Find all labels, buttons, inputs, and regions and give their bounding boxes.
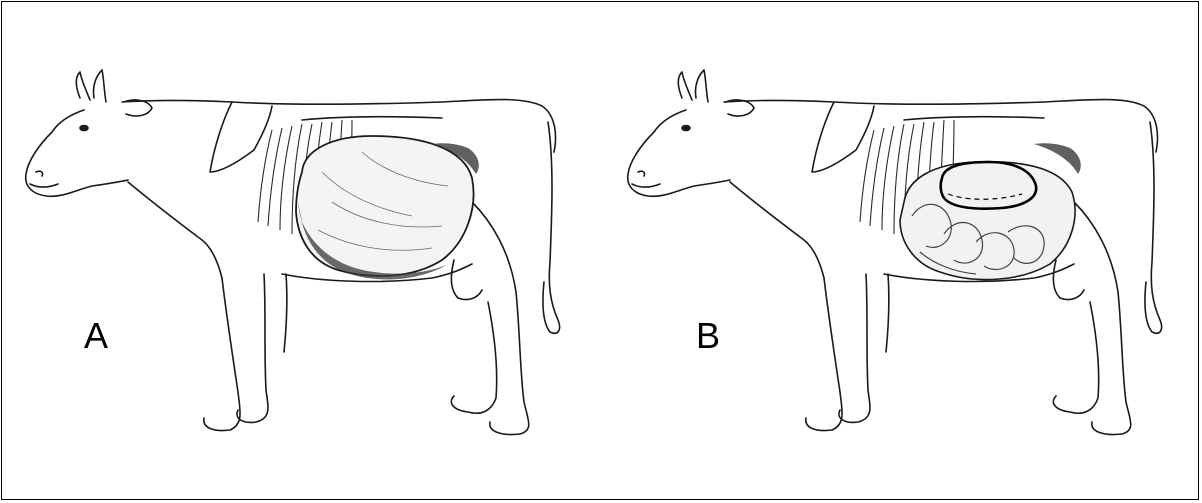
panel-label-b: B bbox=[696, 318, 720, 354]
cow-spine bbox=[904, 117, 1044, 120]
cow-back-outline bbox=[724, 100, 1158, 153]
cow-front-leg-back bbox=[284, 274, 287, 352]
cow-tail bbox=[543, 122, 560, 333]
cow-neck-under bbox=[128, 182, 222, 278]
cow-illustration-a bbox=[2, 2, 602, 502]
cow-tail bbox=[1145, 122, 1162, 333]
abdominal-organs-b bbox=[900, 162, 1075, 280]
cow-eye bbox=[682, 126, 690, 131]
cow-scapula bbox=[210, 102, 272, 172]
cow-nostril bbox=[36, 171, 43, 176]
cow-front-leg-outer bbox=[806, 278, 842, 431]
cow-horn-right bbox=[93, 70, 106, 102]
cow-horn-right bbox=[695, 70, 708, 102]
cow-nostril bbox=[638, 171, 645, 176]
cow-front-leg-inner bbox=[839, 274, 870, 422]
cow-muzzle bbox=[632, 184, 660, 187]
cow-muzzle bbox=[30, 184, 58, 187]
cow-eye bbox=[80, 126, 88, 131]
cow-hind-leg-inner bbox=[451, 302, 496, 413]
panel-label-a: A bbox=[84, 318, 108, 354]
cow-front-leg-inner bbox=[237, 274, 268, 422]
cow-head-outline bbox=[26, 110, 128, 196]
cow-hind-leg-outer bbox=[472, 202, 529, 435]
cow-neck-under bbox=[730, 182, 824, 278]
cow-front-leg-outer bbox=[204, 278, 240, 431]
cow-hind-leg-outer bbox=[1074, 202, 1131, 435]
cow-front-leg-back bbox=[886, 274, 889, 352]
cow-hind-leg-inner bbox=[1053, 302, 1098, 413]
cow-horn-left bbox=[678, 72, 692, 100]
cow-horn-left bbox=[76, 72, 90, 100]
cow-spine bbox=[302, 117, 442, 120]
cow-scapula bbox=[812, 102, 874, 172]
panel-b: B bbox=[604, 2, 1202, 502]
cow-illustration-b bbox=[604, 2, 1202, 502]
panel-a: A bbox=[2, 2, 602, 502]
cow-head-outline bbox=[628, 110, 730, 196]
